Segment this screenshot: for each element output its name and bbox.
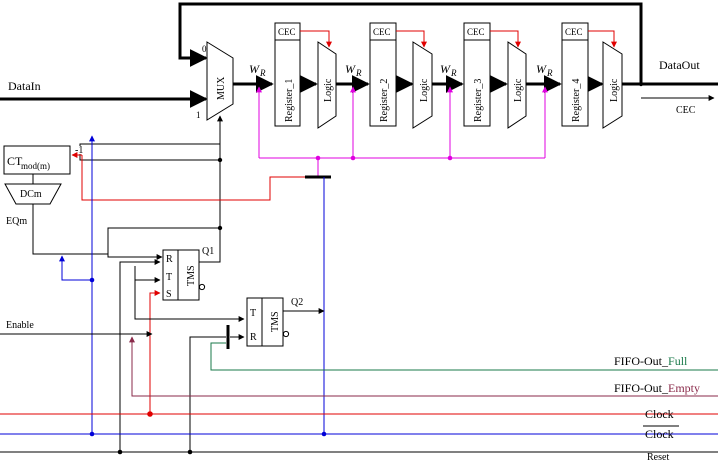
- logic-1: Logic: [317, 41, 337, 129]
- svg-text:R: R: [259, 68, 266, 78]
- tms1-s-line: [149, 290, 161, 414]
- tms2-reset-path: [189, 336, 226, 452]
- svg-text:W: W: [345, 62, 356, 76]
- register-4-label: Register_4: [571, 79, 582, 122]
- logic-2: Logic: [412, 41, 433, 129]
- counter-label: CT: [7, 154, 23, 168]
- register-1: CEC Register_1: [274, 22, 301, 127]
- logic-3: Logic: [507, 41, 527, 129]
- logic-3-label: Logic: [513, 78, 524, 102]
- cec-out-label: CEC: [676, 105, 696, 116]
- tms1-pin-r: R: [166, 254, 173, 265]
- dataout-label: DataOut: [659, 58, 700, 72]
- clockinv-label: Clock: [645, 427, 674, 441]
- tms1-label: TMS: [186, 265, 197, 286]
- tms1-pin-t: T: [166, 272, 172, 283]
- cec-arrow-3: [490, 30, 521, 48]
- we-junction-2: [350, 155, 356, 161]
- decoder-label: DCm: [20, 189, 42, 200]
- q1-label: Q1: [202, 246, 214, 257]
- register-4-cec: CEC: [565, 27, 583, 37]
- counter-dec-input: [107, 254, 163, 260]
- tms1: R T S TMS: [162, 249, 206, 301]
- mux-label: MUX: [216, 76, 227, 100]
- register-1-label: Register_1: [284, 79, 295, 122]
- register-3-label: Register_3: [473, 79, 484, 122]
- minus-one-label: -1: [75, 145, 83, 156]
- clock-label: Clock: [645, 407, 674, 421]
- clock-to-counter: [81, 155, 305, 201]
- svg-text:W: W: [249, 62, 260, 76]
- fifo-full-line: [210, 342, 718, 371]
- mux: 0 1 MUX: [196, 41, 234, 121]
- register-2-label: Register_2: [379, 79, 390, 122]
- reset-junction-2: [187, 449, 193, 455]
- svg-text:FIFO-Out_Empty: FIFO-Out_Empty: [614, 381, 700, 395]
- svg-text:W: W: [440, 62, 451, 76]
- tms2: T R TMS: [246, 297, 290, 347]
- svg-text:R: R: [355, 68, 362, 78]
- mux-input-0: 0: [202, 44, 207, 54]
- mux-input-1: 1: [196, 110, 201, 120]
- select-to-counter: [79, 154, 220, 161]
- tms2-pin-t: T: [250, 308, 256, 319]
- clockinv-to-eqm: [59, 255, 92, 281]
- tms2-label: TMS: [270, 311, 281, 332]
- q2-label: Q2: [291, 297, 303, 308]
- logic-4-label: Logic: [609, 78, 620, 102]
- counter-inc-line: [79, 143, 221, 146]
- svg-text:FIFO-Out_Full: FIFO-Out_Full: [614, 354, 688, 368]
- register-3-cec: CEC: [467, 27, 485, 37]
- register-2: CEC Register_2: [369, 22, 397, 127]
- register-3: CEC Register_3: [463, 22, 491, 127]
- svg-text:W: W: [536, 62, 547, 76]
- svg-text:R: R: [450, 68, 457, 78]
- register-1-cec: CEC: [278, 27, 296, 37]
- register-4: CEC Register_4: [561, 22, 589, 127]
- tms1-t-line: [119, 259, 161, 452]
- fifo-full-label: FIFO-Out_Full: [614, 354, 688, 368]
- feedback-bus: [178, 2, 643, 84]
- tms2-pin-r: R: [250, 332, 257, 343]
- logic-2-label: Logic: [419, 78, 430, 102]
- cec-arrow-4: [588, 30, 617, 48]
- enable-label: Enable: [6, 320, 34, 331]
- register-2-cec: CEC: [373, 27, 391, 37]
- eqm-line: [32, 160, 221, 255]
- cec-arrow-1: [300, 30, 332, 48]
- tms2-t-line: [134, 266, 245, 322]
- datain-label: DataIn: [8, 79, 41, 93]
- counter-sublabel: mod(m): [21, 161, 50, 171]
- svg-text:R: R: [546, 68, 553, 78]
- tms1-pin-s: S: [166, 289, 172, 300]
- reset-label: Reset: [647, 452, 669, 463]
- decoder: DCm: [4, 183, 62, 205]
- reset-junction-1: [117, 449, 123, 455]
- logic-1-label: Logic: [323, 78, 334, 102]
- fifo-empty-line: [129, 336, 718, 397]
- eqm-label: EQm: [6, 216, 27, 227]
- counter: CT mod(m): [3, 145, 71, 175]
- q1-line: [199, 228, 221, 263]
- dataout-junction: [638, 81, 644, 87]
- we-junction-3: [447, 155, 453, 161]
- fifo-empty-label: FIFO-Out_Empty: [614, 381, 700, 395]
- logic-4: Logic: [602, 41, 623, 129]
- cec-arrow-2: [396, 30, 427, 48]
